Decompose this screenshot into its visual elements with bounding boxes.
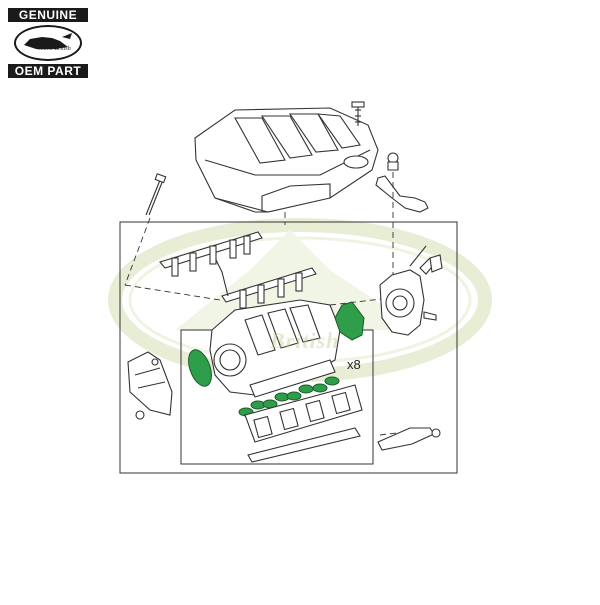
port-gasket-8 <box>312 383 328 393</box>
engine-cover <box>194 107 379 213</box>
intake-manifold <box>209 299 341 398</box>
throttle-gasket <box>334 301 365 341</box>
lower-manifold <box>244 384 363 463</box>
watermark-text: British <box>270 328 340 353</box>
manifold-gasket <box>188 349 212 387</box>
port-gasket-7 <box>286 391 302 401</box>
badge-bottom-label: OEM PART <box>8 64 88 78</box>
side-cover <box>127 351 173 420</box>
port-gasket-4 <box>324 376 340 386</box>
badge-logo-oval <box>14 25 82 61</box>
quantity-label: x8 <box>347 357 361 372</box>
cover-bolt <box>351 101 365 126</box>
highlighted-gaskets <box>188 301 365 417</box>
sensor-bracket <box>377 427 441 451</box>
land-rover-silhouette-icon <box>24 33 72 49</box>
mounting-bracket <box>375 152 429 213</box>
badge-logo-text: Miami British <box>37 46 71 52</box>
fuel-rail <box>159 231 317 309</box>
long-bolt <box>145 173 167 216</box>
port-gasket-3 <box>298 384 314 394</box>
badge-top-label: GENUINE <box>8 8 88 22</box>
genuine-oem-badge: GENUINE Miami British OEM PART <box>8 8 88 78</box>
assembly-frame <box>119 221 458 474</box>
throttle-body <box>379 245 443 336</box>
